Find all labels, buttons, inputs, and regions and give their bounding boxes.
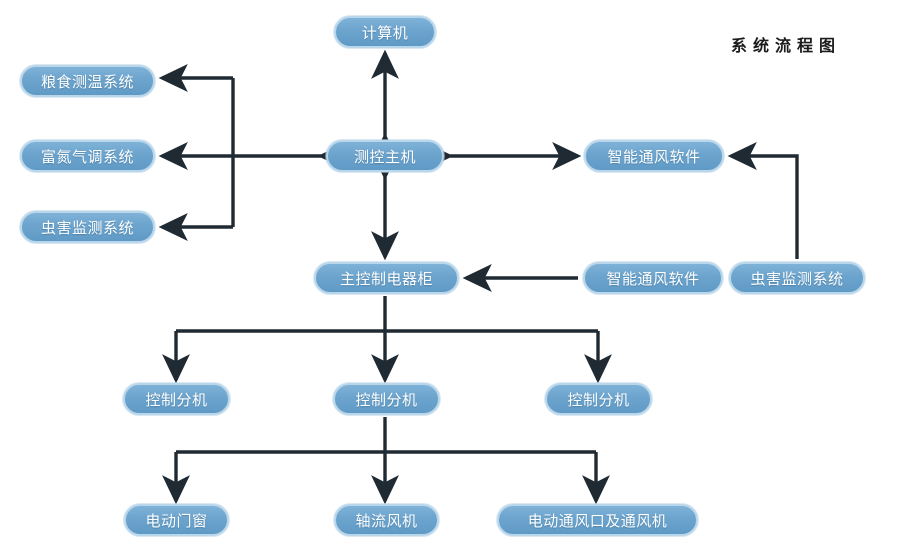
node-vent-software-top[interactable]: 智能通风软件	[584, 140, 724, 172]
node-computer[interactable]: 计算机	[334, 16, 436, 48]
node-sub-controller-1[interactable]: 控制分机	[123, 383, 230, 415]
node-pest-monitor-left[interactable]: 虫害监测系统	[20, 211, 155, 243]
node-vent-software-mid[interactable]: 智能通风软件	[583, 262, 723, 294]
node-vent-port-fan[interactable]: 电动通风口及通风机	[497, 504, 698, 536]
node-axial-fan[interactable]: 轴流风机	[334, 504, 439, 536]
node-nitrogen-system[interactable]: 富氮气调系统	[20, 140, 155, 172]
node-sub-controller-2[interactable]: 控制分机	[333, 383, 440, 415]
node-pest-monitor-right[interactable]: 虫害监测系统	[729, 262, 865, 294]
node-motorized-door[interactable]: 电动门窗	[124, 504, 229, 536]
node-control-host[interactable]: 测控主机	[326, 140, 444, 172]
node-main-cabinet[interactable]: 主控制电器柜	[314, 262, 459, 294]
node-sub-controller-3[interactable]: 控制分机	[545, 383, 652, 415]
page-title: 系统流程图	[731, 36, 842, 55]
node-grain-temp-system[interactable]: 粮食测温系统	[20, 65, 155, 97]
edge-pest-right-vent-software	[727, 142, 799, 259]
